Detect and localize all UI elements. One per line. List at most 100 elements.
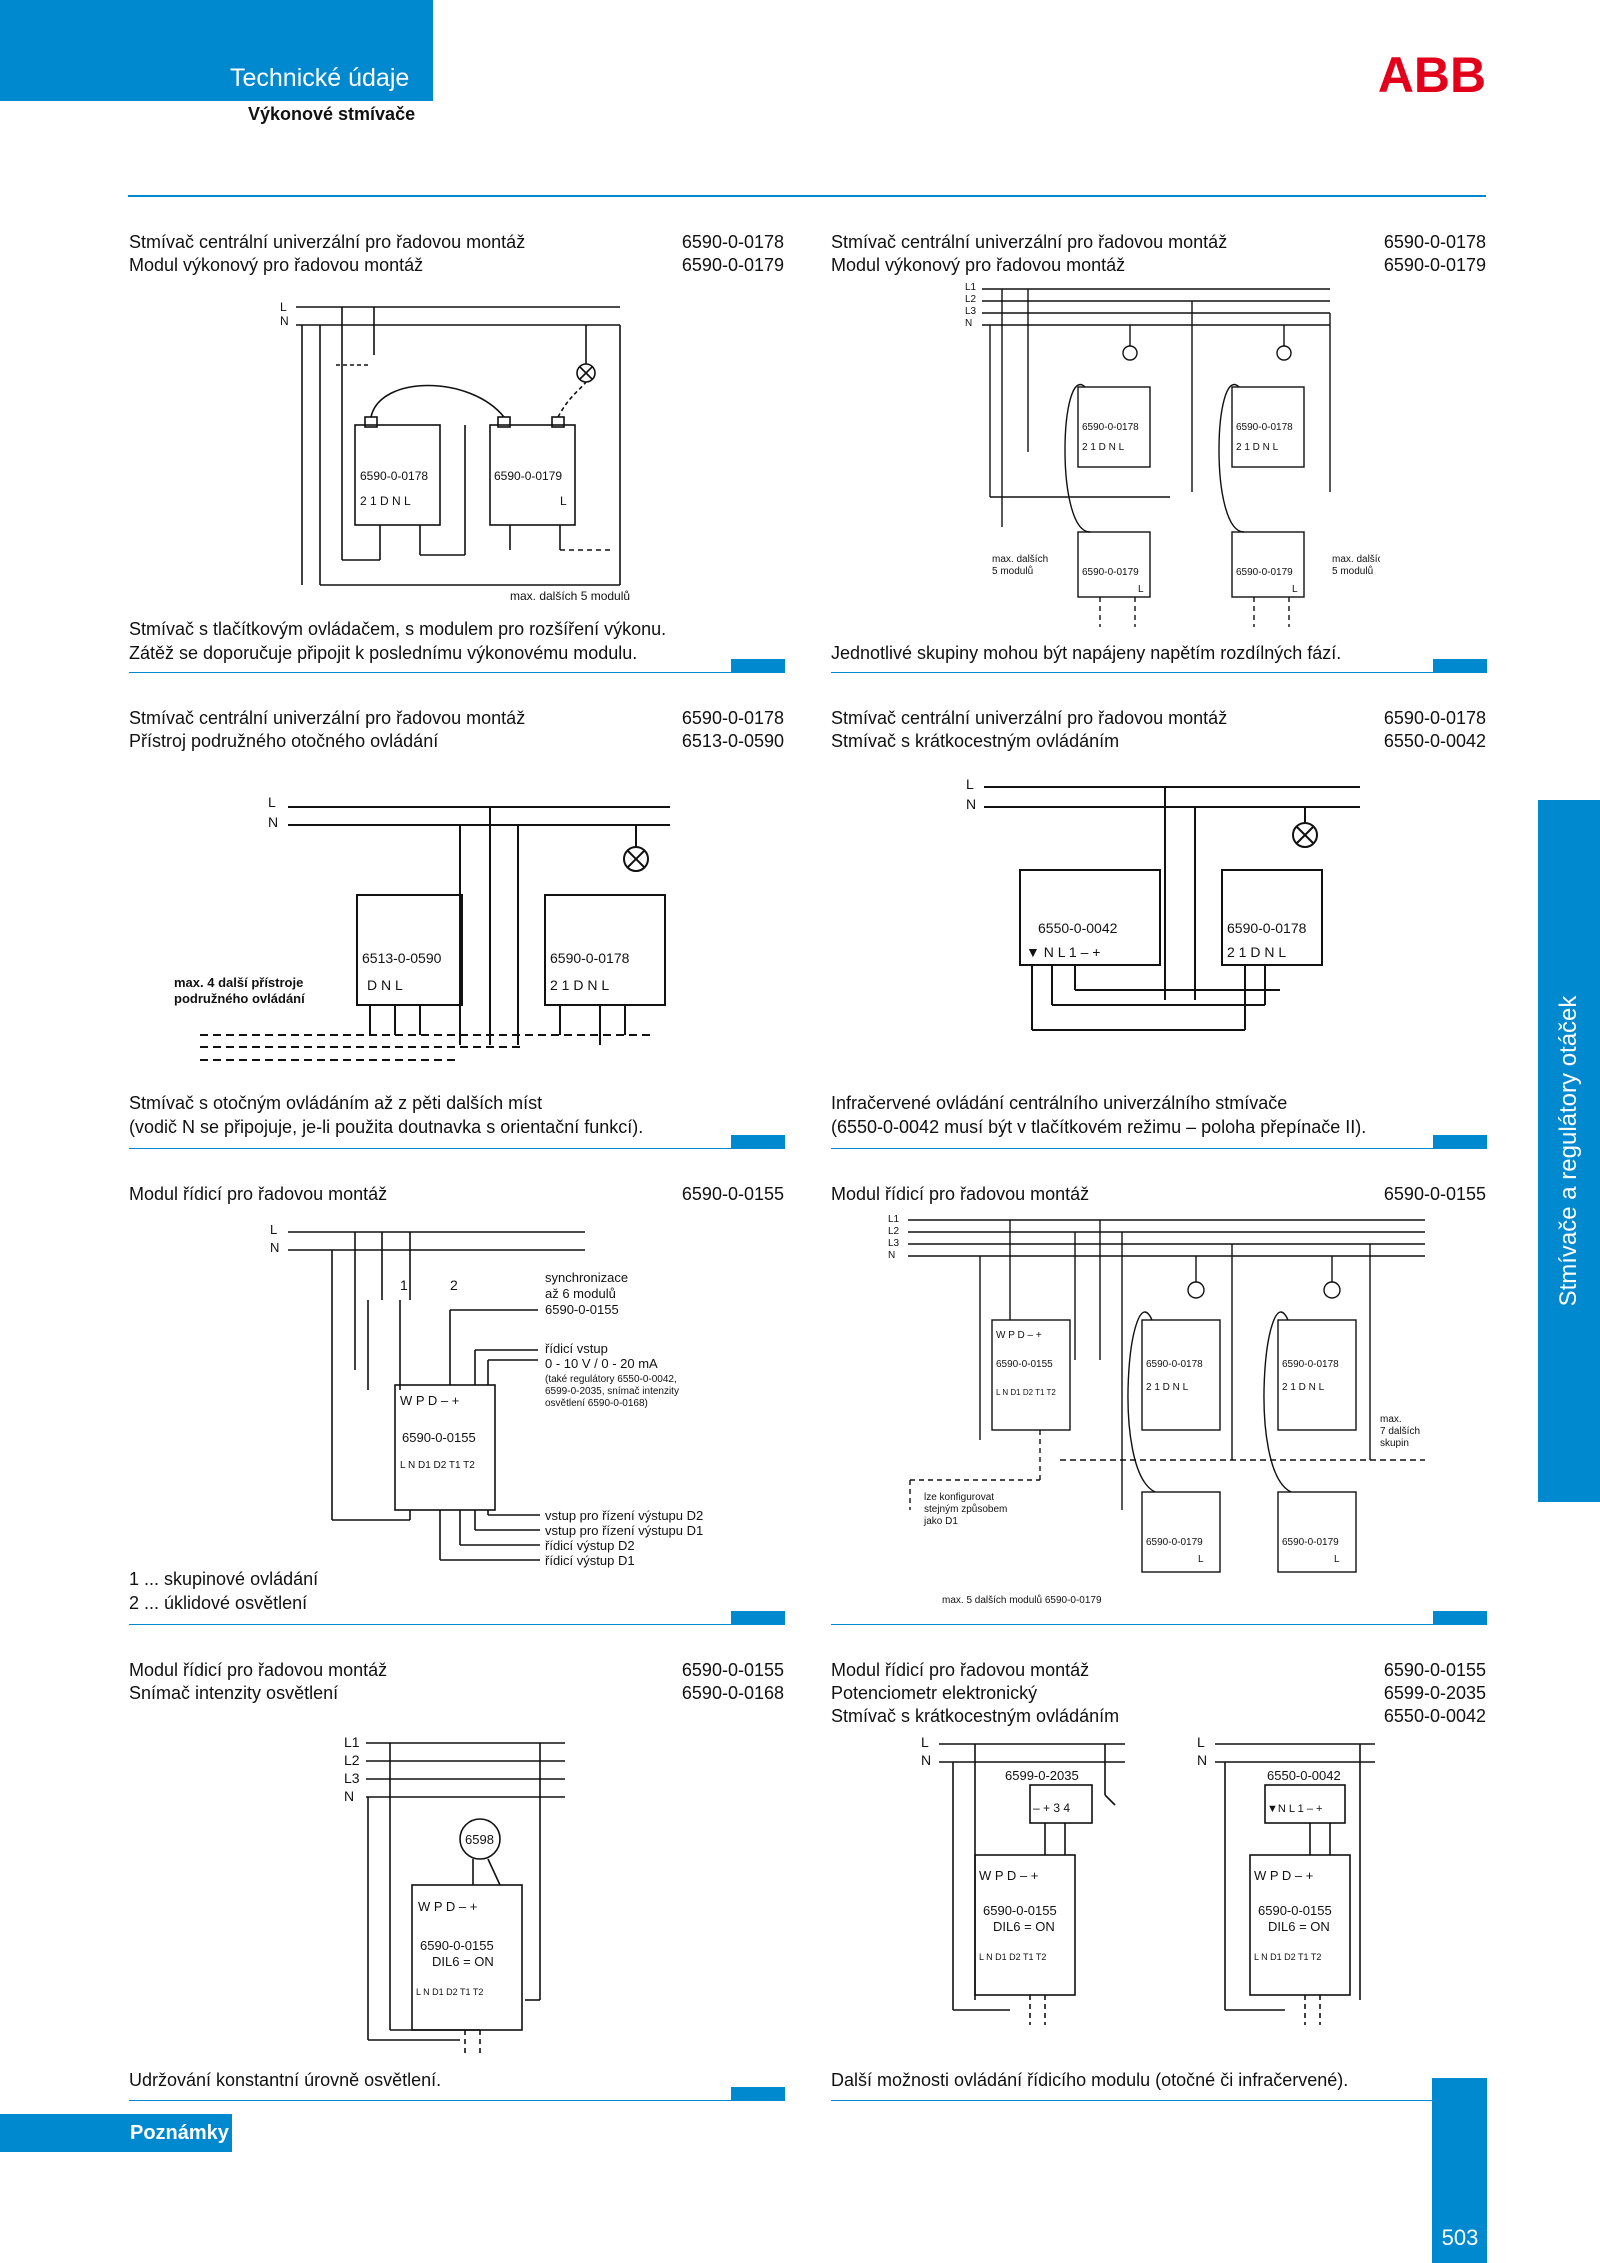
svg-text:L2: L2 [965, 294, 977, 305]
svg-text:6590-0-0179: 6590-0-0179 [1282, 1537, 1339, 1548]
section-separator [831, 1624, 1486, 1625]
svg-text:L: L [966, 776, 974, 792]
section-marker [1433, 1135, 1487, 1149]
svg-text:L3: L3 [888, 1238, 900, 1249]
notes-tab[interactable] [0, 2114, 232, 2152]
section-4-specs: Stmívač centrální univerzální pro řadovo… [831, 708, 1486, 754]
svg-text:L: L [270, 1222, 277, 1237]
svg-text:2 1 D N L: 2 1 D N L [1082, 442, 1125, 453]
section-marker [731, 2087, 785, 2101]
section-4-caption: Infračervené ovládání centrálního univer… [831, 1093, 1367, 1137]
svg-text:6590-0-0178: 6590-0-0178 [1236, 422, 1293, 433]
abb-logo: ABB [1378, 48, 1486, 100]
svg-text:W P D – +: W P D – + [996, 1330, 1042, 1341]
section-7-caption: Udržování konstantní úrovně osvětlení. [129, 2070, 442, 2090]
svg-text:6590-0-0179: 6590-0-0179 [1082, 567, 1139, 578]
spec-row: Stmívač centrální univerzální pro řadovo… [831, 708, 1486, 728]
svg-text:6590-0-0155: 6590-0-0155 [996, 1359, 1053, 1370]
svg-text:L3: L3 [344, 1770, 360, 1786]
svg-text:6598: 6598 [465, 1832, 494, 1847]
svg-text:6590-0-0178: 6590-0-0178 [1282, 1359, 1339, 1370]
wiring-diagram-5: L N 1 2 W P D – + 6590-0-0155 L N D1 D2 … [270, 1222, 703, 1568]
svg-text:6590-0-0179: 6590-0-0179 [1236, 567, 1293, 578]
section-separator [129, 2100, 784, 2101]
svg-text:W P D – +: W P D – + [1254, 1868, 1313, 1883]
svg-text:6590-0-0178: 6590-0-0178 [360, 469, 428, 483]
svg-text:6590-0-0178: 6590-0-0178 [1082, 422, 1139, 433]
section-tab[interactable]: Stmívače a regulátory otáček [1538, 800, 1600, 1502]
svg-text:L: L [280, 300, 287, 314]
svg-text:L: L [921, 1735, 929, 1750]
svg-text:max.: max. [1380, 1414, 1402, 1425]
svg-text:6599-0-2035: 6599-0-2035 [1005, 1768, 1079, 1783]
svg-text:N: N [888, 1250, 895, 1261]
svg-text:N: N [344, 1788, 354, 1804]
svg-text:max. dalších: max. dalších [1332, 554, 1380, 565]
svg-text:2 1 D N L: 2 1 D N L [1236, 442, 1279, 453]
svg-text:5 modulů: 5 modulů [992, 565, 1033, 577]
svg-text:L N D1 D2 T1 T2: L N D1 D2 T1 T2 [416, 1987, 483, 1997]
svg-text:vstup pro řízení výstupu D1: vstup pro řízení výstupu D1 [545, 1523, 703, 1538]
section-3-caption: Stmívač s otočným ovládáním až z pěti da… [129, 1093, 644, 1137]
svg-text:L N D1 D2 T1 T2: L N D1 D2 T1 T2 [1254, 1952, 1321, 1962]
section-separator [831, 672, 1486, 673]
page-number: 503 [1441, 2225, 1479, 2250]
svg-text:▼N L 1 – +: ▼N L 1 – + [1267, 1803, 1322, 1815]
section-separator [129, 1148, 784, 1149]
svg-text:5 modulů: 5 modulů [1332, 565, 1373, 577]
svg-text:podružného ovládání: podružného ovládání [174, 991, 305, 1006]
wiring-diagram-6: L1 L2 L3 N W P D – + 6590-0-0155 L N D1 … [888, 1214, 1425, 1606]
section-separator [831, 1148, 1486, 1149]
svg-text:L1: L1 [965, 282, 977, 293]
svg-text:L3: L3 [965, 306, 977, 317]
svg-text:6550-0-0042: 6550-0-0042 [1038, 920, 1118, 936]
svg-text:max. 4 další přístroje: max. 4 další přístroje [174, 975, 303, 990]
svg-text:max. 5 dalších modulů 6590-0-0: max. 5 dalších modulů 6590-0-0179 [942, 1594, 1102, 1606]
svg-text:6590-0-0155: 6590-0-0155 [420, 1938, 494, 1953]
svg-text:2 1 D N L: 2 1 D N L [1282, 1382, 1325, 1393]
section-3-specs: Stmívač centrální univerzální pro řadovo… [129, 708, 784, 754]
page-title: Technické údaje [230, 64, 410, 92]
svg-text:skupin: skupin [1380, 1438, 1409, 1449]
page-subtitle: Výkonové stmívače [248, 104, 416, 124]
section-8-caption: Další možnosti ovládání řídicího modulu … [831, 2070, 1349, 2090]
svg-text:W P D – +: W P D – + [400, 1393, 459, 1408]
svg-text:W P D – +: W P D – + [418, 1899, 477, 1914]
svg-text:řídicí výstup D2: řídicí výstup D2 [545, 1538, 635, 1553]
svg-text:L1: L1 [888, 1214, 900, 1225]
svg-text:N: N [921, 1752, 931, 1768]
svg-text:L2: L2 [888, 1226, 900, 1237]
section-1-specs: Stmívač centrální univerzální pro řadovo… [129, 232, 784, 278]
page-number-tab [1432, 2078, 1487, 2263]
svg-text:(také regulátory 6550-0-0042,: (také regulátory 6550-0-0042, [545, 1374, 677, 1385]
svg-text:2: 2 [450, 1277, 458, 1293]
svg-text:L: L [1198, 1554, 1204, 1565]
svg-text:6590-0-0155: 6590-0-0155 [1258, 1903, 1332, 1918]
section-separator [129, 672, 784, 673]
svg-text:2 1 D N L: 2 1 D N L [360, 494, 411, 508]
svg-text:6550-0-0042: 6550-0-0042 [1267, 1768, 1341, 1783]
svg-text:6590-0-0155: 6590-0-0155 [402, 1430, 476, 1445]
svg-text:L1: L1 [344, 1735, 360, 1750]
header-divider [128, 195, 1486, 197]
section-2-specs: Stmívač centrální univerzální pro řadovo… [831, 232, 1486, 278]
wiring-diagram-8: L N 6599-0-2035 – + 3 4 W P D – + 6590-0… [921, 1735, 1375, 2025]
section-2-caption: Jednotlivé skupiny mohou být napájeny na… [831, 643, 1342, 663]
svg-text:N: N [280, 314, 289, 328]
svg-text:7 dalších: 7 dalších [1380, 1426, 1420, 1437]
svg-text:2 1 D N L: 2 1 D N L [1227, 944, 1286, 960]
svg-text:DIL6 = ON: DIL6 = ON [1268, 1919, 1330, 1934]
svg-text:řídicí vstup: řídicí vstup [545, 1341, 608, 1356]
svg-text:2 1 D N L: 2 1 D N L [1146, 1382, 1189, 1393]
abb-logo-text: ABB [1378, 48, 1486, 100]
